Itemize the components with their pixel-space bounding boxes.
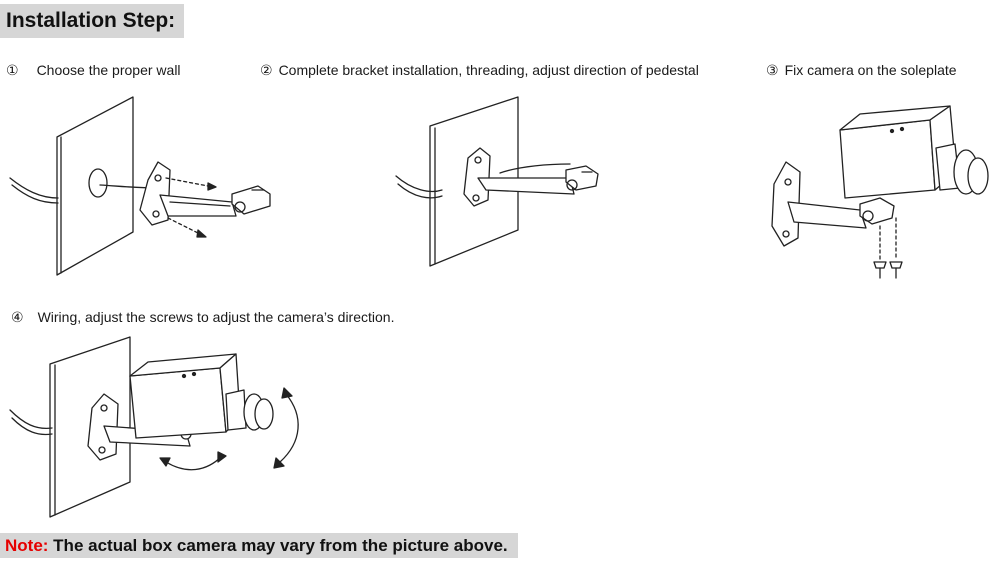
camera-body — [839, 119, 936, 199]
screw-icon — [873, 261, 887, 279]
step-2-illustration — [395, 96, 599, 267]
step-4-caption: ④ Wiring, adjust the screws to adjust the… — [11, 309, 394, 326]
step-2-text: Complete bracket installation, threading… — [278, 62, 699, 78]
bracket-base — [771, 161, 801, 247]
rotate-arrow-icon — [165, 455, 223, 471]
installation-step-title: Installation Step: — [0, 4, 184, 38]
step-1-caption: ① Choose the proper wall — [6, 62, 181, 79]
step-1-number: ① — [6, 62, 19, 78]
step-3-text: Fix camera on the soleplate — [784, 62, 957, 78]
note-label: Note: — [5, 536, 49, 555]
cable — [9, 409, 53, 430]
step-4-illustration — [9, 336, 299, 518]
cable — [395, 175, 443, 193]
step-2-caption: ② Complete bracket installation, threadin… — [260, 62, 699, 79]
step-1-illustration — [9, 96, 271, 276]
bracket-base — [463, 147, 491, 207]
wall-hole — [88, 168, 108, 198]
step-3-illustration — [771, 105, 989, 279]
step-3-caption: ③ Fix camera on the soleplate — [766, 62, 957, 79]
bracket-base — [139, 161, 171, 226]
bracket-base — [87, 393, 119, 461]
cable — [9, 177, 59, 199]
step-4-text: Wiring, adjust the screws to adjust the … — [37, 309, 395, 325]
screw-icon — [889, 261, 903, 279]
step-1-text: Choose the proper wall — [36, 62, 181, 78]
camera-lens — [225, 389, 247, 431]
bracket-arm — [477, 177, 575, 195]
bracket-arm — [787, 201, 867, 229]
note-text: The actual box camera may vary from the … — [48, 536, 508, 555]
note-banner: Note: The actual box camera may vary fro… — [0, 533, 518, 558]
step-3-number: ③ — [766, 62, 779, 78]
step-4-number: ④ — [11, 309, 24, 325]
step-2-number: ② — [260, 62, 273, 78]
rotate-arrow-icon — [279, 393, 299, 463]
bracket-arm — [159, 194, 237, 217]
camera-body — [129, 367, 227, 439]
